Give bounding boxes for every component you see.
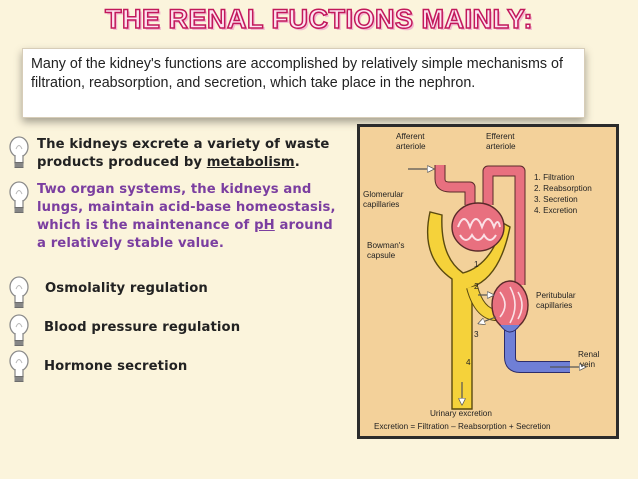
label-glomerular: capillaries [363,200,399,209]
bullet-osmolality: Osmolality regulation [6,276,346,310]
lightbulb-icon [9,350,29,382]
label-peritubular: Peritubular [536,291,576,300]
bullet-text: Two organ systems, the kidneys and lungs… [37,182,336,251]
term-ph: pH [254,218,275,233]
label-efferent: arteriole [486,142,516,151]
label-renal-vein: Renal [578,350,600,359]
legend-item: 2. Reabsorption [534,184,592,193]
term-metabolism: metabolism [206,155,295,170]
lightbulb-icon [9,181,29,213]
label-afferent: arteriole [396,142,426,151]
slide-title: THE RENAL FUCTIONS MAINLY: [104,3,533,35]
intro-text: Many of the kidney's functions are accom… [31,56,563,91]
nephron-illustration: 1 2 3 4 Afferent arteriole Efferent arte… [363,132,600,431]
bullet-text: Blood pressure regulation [44,320,241,335]
label-renal-vein: vein [580,360,595,369]
lightbulb-icon [9,276,29,308]
label-bowmans: capsule [367,251,396,260]
label-equation: Excretion = Filtration – Reabsorption + … [374,422,551,431]
label-number: 2 [474,282,479,291]
bullet-hormone: Hormone secretion [6,350,346,384]
legend-item: 3. Secretion [534,195,578,204]
tubule [426,211,511,410]
lightbulb-icon [9,314,29,346]
glomerulus [451,202,505,252]
bullet-text: Hormone secretion [44,359,188,374]
lightbulb-icon [9,136,29,168]
label-efferent: Efferent [486,132,515,141]
legend-item: 4. Excretion [534,206,578,215]
label-number: 1 [474,260,479,269]
arrow-secrete-icon [480,316,497,323]
label-bowmans: Bowman's [367,241,405,250]
label-glomerular: Glomerular [363,190,404,199]
intro-text-box: Many of the kidney's functions are accom… [22,48,585,118]
bullet-blood-pressure: Blood pressure regulation [6,314,346,348]
bullet-text: The kidneys excrete a variety of waste p… [37,137,330,170]
nephron-diagram: 1 2 3 4 Afferent arteriole Efferent arte… [357,124,619,439]
legend-item: 1. Filtration [534,173,575,182]
label-number: 4 [466,358,471,367]
bullet-excretion: The kidneys excrete a variety of waste p… [6,136,346,176]
bullet-acid-base: Two organ systems, the kidneys and lungs… [6,181,346,257]
label-afferent: Afferent [396,132,425,141]
label-peritubular: capillaries [536,301,572,310]
bullet-text: Osmolality regulation [45,281,208,296]
label-number: 3 [474,330,479,339]
label-urinary: Urinary excretion [430,409,492,418]
